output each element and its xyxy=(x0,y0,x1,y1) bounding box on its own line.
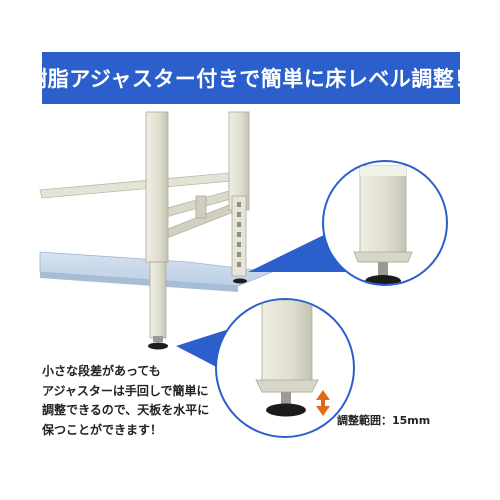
title-banner: 樹脂アジャスター付きで簡単に床レベル調整！ xyxy=(26,52,475,104)
feature-caption: 小さな段差があっても アジャスターは手回しで簡単に 調整できるので、天板を水平に… xyxy=(42,362,242,440)
zoom-circle-top xyxy=(322,160,448,286)
banner-title: 樹脂アジャスター付きで簡単に床レベル調整！ xyxy=(26,67,476,91)
callout-connector-top xyxy=(248,232,346,272)
zoom-circle-bottom xyxy=(215,298,355,438)
table-frame xyxy=(39,171,245,241)
caption-line: アジャスターは手回しで簡単に xyxy=(42,383,209,398)
caption-line: 保つことができます！ xyxy=(42,422,163,437)
front-left-leg xyxy=(145,111,169,350)
caption-line: 調整できるので、天板を水平に xyxy=(42,403,210,417)
updown-arrow-icon xyxy=(316,390,330,416)
back-right-leg xyxy=(228,111,250,284)
caption-line: 小さな段差があっても xyxy=(42,364,161,378)
adjust-range-label: 調整範囲：15mm xyxy=(337,414,431,427)
